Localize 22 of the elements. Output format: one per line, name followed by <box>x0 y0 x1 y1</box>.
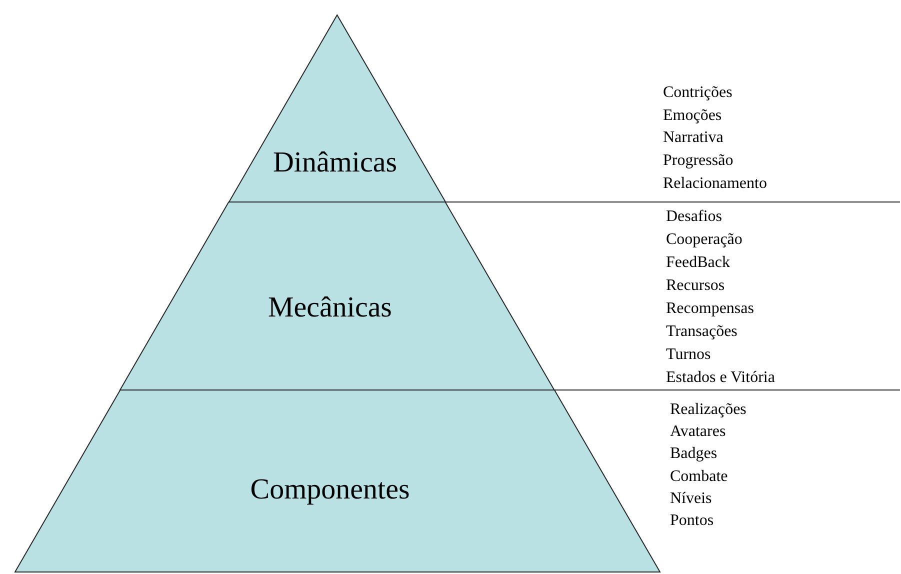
list-item: Recursos <box>666 276 725 296</box>
list-item: Emoções <box>663 106 722 126</box>
list-item: Recompensas <box>666 299 754 319</box>
list-item: Contrições <box>663 83 732 103</box>
list-item: Narrativa <box>663 128 724 148</box>
list-item: FeedBack <box>666 253 730 273</box>
list-item: Turnos <box>666 345 711 365</box>
layer-title: Componentes <box>250 474 410 506</box>
list-item: Níveis <box>670 488 712 509</box>
list-item: Cooperação <box>666 230 742 250</box>
list-item: Realizações <box>670 400 746 420</box>
layer-title: Dinâmicas <box>272 146 397 180</box>
list-item: Transações <box>666 322 738 342</box>
list-item: Desafios <box>666 207 722 227</box>
list-item: Relacionamento <box>663 174 767 194</box>
list-item: Progressão <box>663 151 734 172</box>
layer-title: Mecânicas <box>268 292 392 324</box>
list-item: Estados e Vitória <box>666 368 775 388</box>
list-item: Avatares <box>670 422 726 442</box>
list-item: Combate <box>670 466 728 487</box>
list-item: Pontos <box>670 511 714 531</box>
list-item: Badges <box>670 444 718 464</box>
